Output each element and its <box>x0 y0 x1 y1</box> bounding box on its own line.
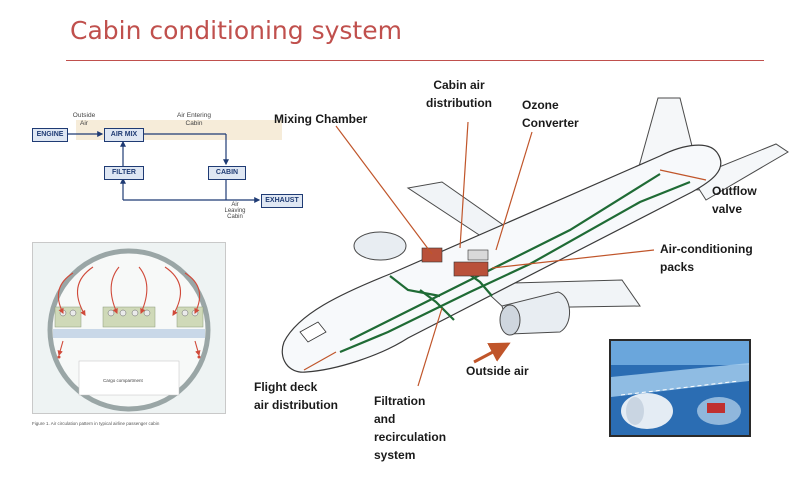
cabin-cross-section: Cargo compartment <box>32 242 226 414</box>
label-ozone-converter: Ozone Converter <box>522 98 579 130</box>
flow-box-engine: ENGINE <box>32 128 68 142</box>
airplane-cutaway-drawing <box>281 97 789 387</box>
title-divider <box>66 60 764 61</box>
page-title: Cabin conditioning system <box>70 16 402 45</box>
cabin-cross-section-drawing <box>47 248 211 412</box>
label-filtration-recirculation: Filtration and recirculation system <box>374 394 447 462</box>
flow-box-exhaust: EXHAUST <box>261 194 303 208</box>
label-air-conditioning-packs: Air-conditioning packs <box>660 242 753 274</box>
flow-note-outside-air: Outside Air <box>72 112 96 127</box>
flow-arrows <box>68 131 261 203</box>
flow-box-air-mix: AIR MIX <box>104 128 144 142</box>
label-cabin-air-distribution: Cabin air distribution <box>426 78 492 110</box>
label-outflow-valve: Outflow valve <box>712 184 757 216</box>
cabin-figure-caption: Figure 1. Air circulation pattern in typ… <box>32 421 160 426</box>
label-mixing-chamber: Mixing Chamber <box>274 112 368 126</box>
cargo-compartment-label: Cargo compartment <box>103 378 143 383</box>
flow-box-filter: FILTER <box>104 166 144 180</box>
flow-note-air-leaving: Air Leaving Cabin <box>224 202 246 220</box>
label-outside-air: Outside air <box>466 364 529 378</box>
flow-note-air-entering: Air Entering Cabin <box>177 112 211 127</box>
label-flight-deck-air-distribution: Flight deck air distribution <box>254 380 338 412</box>
engine-bleed-air-inset <box>609 339 751 437</box>
flow-box-cabin: CABIN <box>208 166 246 180</box>
airflow-block-diagram: ENGINE AIR MIX FILTER CABIN EXHAUST Outs… <box>30 112 306 220</box>
airplane-cutaway: Mixing Chamber Cabin air distribution Oz… <box>240 70 796 478</box>
engine-bleed-air-inset-drawing <box>611 341 749 435</box>
